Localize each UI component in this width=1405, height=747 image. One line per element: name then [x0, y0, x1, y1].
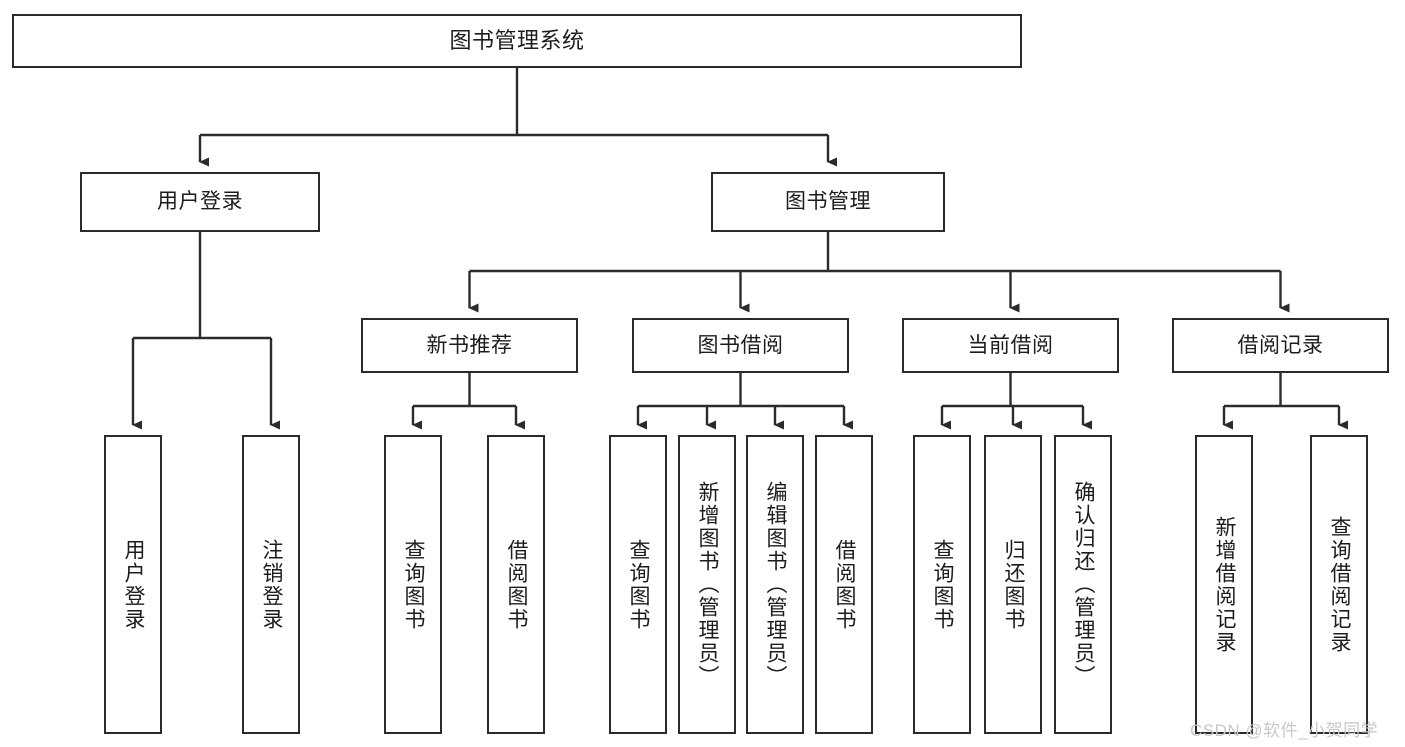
node-label: 借阅图书: [505, 538, 529, 631]
node-book-manage[interactable]: 图书管理: [711, 172, 945, 232]
node-label: 新增借阅记录: [1213, 515, 1237, 654]
node-leaf-add-book[interactable]: 新增图书（管理员）: [678, 435, 736, 734]
node-label: 查询图书: [402, 538, 426, 631]
node-label: 图书管理系统: [449, 27, 585, 53]
node-leaf-borrow-book-2[interactable]: 借阅图书: [815, 435, 873, 734]
node-leaf-query-book-3[interactable]: 查询图书: [913, 435, 971, 734]
node-new-book-recommend[interactable]: 新书推荐: [361, 318, 578, 373]
node-borrow-record[interactable]: 借阅记录: [1172, 318, 1389, 373]
node-label: 用户登录: [122, 538, 146, 631]
node-leaf-user-login[interactable]: 用户登录: [104, 435, 162, 734]
node-label: 查询借阅记录: [1328, 515, 1352, 654]
node-label: 借阅图书: [833, 538, 857, 631]
node-leaf-query-book-1[interactable]: 查询图书: [384, 435, 442, 734]
node-leaf-query-book-2[interactable]: 查询图书: [609, 435, 667, 734]
node-leaf-edit-book[interactable]: 编辑图书（管理员）: [746, 435, 804, 734]
node-label: 注销登录: [260, 538, 284, 631]
node-label: 查询图书: [627, 538, 651, 631]
node-label: 新增图书（管理员）: [696, 481, 720, 688]
node-label: 确认归还（管理员）: [1072, 481, 1096, 688]
node-root[interactable]: 图书管理系统: [12, 14, 1022, 68]
node-leaf-confirm-return[interactable]: 确认归还（管理员）: [1054, 435, 1112, 734]
node-label: 编辑图书（管理员）: [764, 481, 788, 688]
node-label: 图书管理: [785, 190, 871, 214]
node-label: 借阅记录: [1237, 333, 1324, 357]
node-label: 用户登录: [157, 190, 243, 214]
node-book-borrow[interactable]: 图书借阅: [632, 318, 849, 373]
node-label: 图书借阅: [697, 333, 784, 357]
node-user-login[interactable]: 用户登录: [80, 172, 320, 232]
node-current-borrow[interactable]: 当前借阅: [902, 318, 1119, 373]
node-label: 查询图书: [931, 538, 955, 631]
node-label: 归还图书: [1002, 538, 1026, 631]
watermark-csdn: CSDN @软件_小贺同学: [1190, 721, 1379, 740]
node-label: 当前借阅: [967, 333, 1054, 357]
node-leaf-borrow-book-1[interactable]: 借阅图书: [487, 435, 545, 734]
node-label: 新书推荐: [426, 333, 513, 357]
node-leaf-return-book[interactable]: 归还图书: [984, 435, 1042, 734]
node-leaf-user-logout[interactable]: 注销登录: [242, 435, 300, 734]
node-leaf-query-record[interactable]: 查询借阅记录: [1310, 435, 1368, 734]
node-leaf-add-record[interactable]: 新增借阅记录: [1195, 435, 1253, 734]
